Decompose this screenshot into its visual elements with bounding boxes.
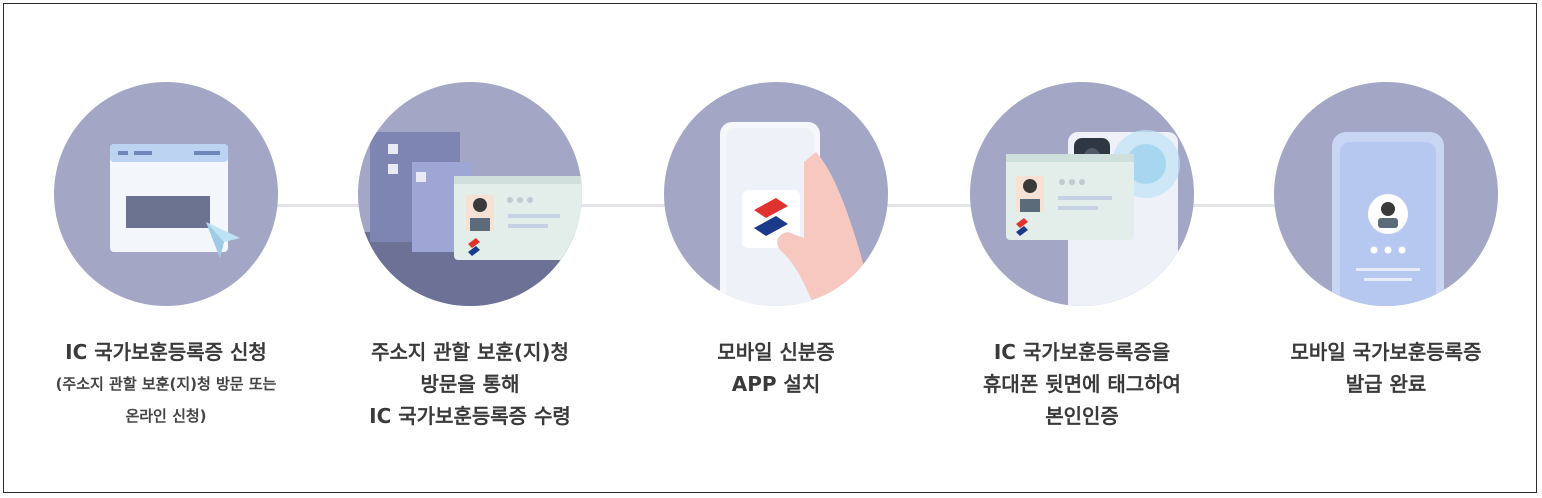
step-visit-line3: IC 국가보훈등록증 수령 xyxy=(369,404,571,428)
step-issue: 모바일 국가보훈등록증 발급 완료 xyxy=(1266,4,1506,494)
process-diagram: IC 국가보훈등록증 신청 (주소지 관할 보훈(지)청 방문 또는 온라인 신… xyxy=(3,3,1537,493)
step-issue-line2: 발급 완료 xyxy=(1345,372,1427,396)
step-tag: IC 국가보훈등록증을 휴대폰 뒷면에 태그하여 본인인증 xyxy=(962,4,1202,494)
browser-window-icon xyxy=(110,144,240,258)
nfc-tag-icon xyxy=(1006,130,1180,306)
mobile-id-complete-icon xyxy=(1332,132,1444,306)
step-tag-illustration xyxy=(970,82,1194,306)
step-install-line2: APP 설치 xyxy=(731,372,821,396)
step-tag-line1: IC 국가보훈등록증을 xyxy=(993,340,1171,364)
step-visit-line1: 주소지 관할 보훈(지)청 xyxy=(371,340,569,364)
step-apply-note-line2: 온라인 신청) xyxy=(125,407,207,425)
step-issue-line1: 모바일 국가보훈등록증 xyxy=(1290,340,1482,364)
step-install: 모바일 신분증 APP 설치 xyxy=(656,4,896,494)
step-visit-line2: 방문을 통해 xyxy=(420,372,520,396)
step-tag-line2: 휴대폰 뒷면에 태그하여 xyxy=(983,372,1181,396)
step-apply-note-line1: (주소지 관할 보훈(지)청 방문 또는 xyxy=(55,375,277,393)
step-apply: IC 국가보훈등록증 신청 (주소지 관할 보훈(지)청 방문 또는 온라인 신… xyxy=(46,4,286,494)
step-visit-illustration xyxy=(358,82,582,306)
mobile-app-icon xyxy=(720,122,874,306)
step-install-line1: 모바일 신분증 xyxy=(717,340,835,364)
step-issue-illustration xyxy=(1274,82,1498,306)
step-apply-title: IC 국가보훈등록증 신청 xyxy=(65,340,267,364)
step-visit: 주소지 관할 보훈(지)청 방문을 통해 IC 국가보훈등록증 수령 xyxy=(350,4,590,494)
step-tag-line3: 본인인증 xyxy=(1045,404,1119,428)
office-building-icon xyxy=(358,132,582,306)
step-apply-illustration xyxy=(54,82,278,306)
step-install-illustration xyxy=(664,82,888,306)
